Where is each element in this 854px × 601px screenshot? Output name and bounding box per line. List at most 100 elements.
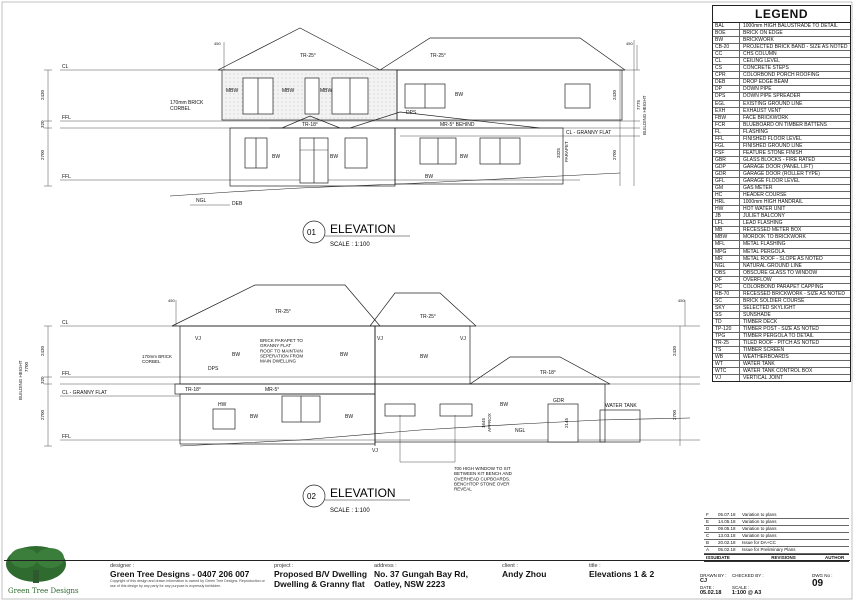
dim-label: 3325 xyxy=(556,147,561,158)
legend-desc: 1000mm HIGH BALUSTRADE TO DETAIL xyxy=(743,23,838,29)
legend-code: WT xyxy=(713,361,740,368)
legend-code: MB xyxy=(713,227,740,234)
vj-label: VJ xyxy=(195,336,201,342)
legend-code: OF xyxy=(713,276,740,283)
legend-desc: SELECTED SKYLIGHT xyxy=(743,304,796,311)
legend-desc: 1000mm HIGH HANDRAIL xyxy=(743,199,804,206)
gdr-label: GDR xyxy=(553,398,565,404)
roof-label: TR-25° xyxy=(300,53,316,59)
legend-desc: WATER TANK xyxy=(743,361,775,368)
vj-label: VJ xyxy=(460,336,466,342)
drawn-by-label: DRAWN BY : xyxy=(700,573,727,578)
legend-code: CB-20 xyxy=(713,44,740,51)
building-height-label: BUILDING HEIGHT xyxy=(18,360,23,400)
scale-value: 1:100 @ A3 xyxy=(732,590,762,596)
dim-label: 2700 xyxy=(40,149,45,160)
scale-cell: SCALE : 1:100 @ A3 xyxy=(732,585,761,596)
dwg-label: DWG No : xyxy=(812,573,833,578)
legend-code: VJ xyxy=(713,375,740,382)
revision-issue: B xyxy=(706,540,710,545)
legend-desc: CONCRETE STEPS xyxy=(743,65,789,72)
title-value: Elevations 1 & 2 xyxy=(589,569,655,579)
legend-code: RB-70 xyxy=(713,290,740,297)
legend-desc: JULIET BALCONY xyxy=(743,213,785,220)
roof-label: TR-18° xyxy=(540,370,556,376)
vj-label: VJ xyxy=(377,336,383,342)
roof-label: TR-25° xyxy=(275,309,291,315)
legend-code: HRL xyxy=(713,199,740,206)
roof-label: TR-18° xyxy=(185,387,201,393)
legend-desc: HOT WATER UNIT xyxy=(743,206,786,213)
level-label: CL xyxy=(62,320,69,326)
legend-desc: TIMBER DECK xyxy=(743,318,778,325)
legend-desc: SUNSHADE xyxy=(743,311,771,318)
legend-code: EGL xyxy=(713,100,740,107)
legend-desc: BRICK SOLDIER COURSE xyxy=(743,297,805,304)
project-line1: Proposed B/V Dwelling xyxy=(274,569,368,579)
roof-label: TR-25° xyxy=(420,314,436,320)
legend-code: PC xyxy=(713,283,740,290)
address-line1: No. 37 Gungah Bay Rd, xyxy=(374,569,468,579)
rev-header-author: AUTHOR xyxy=(825,555,845,560)
legend-code: HC xyxy=(713,192,740,199)
legend-desc: TIMBER POST - SIZE AS NOTED xyxy=(743,326,820,333)
building-height-label: BUILDING HEIGHT xyxy=(642,95,647,135)
elevation-number: 01 xyxy=(307,228,316,237)
legend-desc: GAS METER xyxy=(743,185,773,192)
rev-header-issue: ISSUE xyxy=(706,555,718,560)
legend-code: OBS xyxy=(713,269,740,276)
wall-label: BW xyxy=(500,402,508,408)
revision-text: Variation to plans xyxy=(742,512,777,517)
legend-desc: TIMBER SCREEN xyxy=(743,347,785,354)
dim-label: 2145 xyxy=(564,417,569,428)
rev-header-date: DATE xyxy=(718,555,730,560)
dps-label: DPS xyxy=(208,366,219,372)
legend-desc: DROP EDGE BEAM xyxy=(743,79,789,86)
legend-code: GDR xyxy=(713,170,740,178)
elevation-scale: SCALE : 1:100 xyxy=(330,242,370,248)
rev-header-revisions: REVISIONS xyxy=(771,555,796,560)
water-tank-label: WATER TANK xyxy=(605,403,637,409)
project-label: project : xyxy=(274,563,294,569)
checked-by-label: CHECKED BY : xyxy=(732,573,764,578)
legend-code: WB xyxy=(713,354,740,361)
roof-label: MR-5° xyxy=(265,387,279,393)
legend-desc: DOWN PIPE SPREADER xyxy=(743,93,801,100)
revision-text: Issue for DA+CC xyxy=(742,540,776,545)
revision-date: 05.07.18 xyxy=(718,512,736,517)
level-label: NGL xyxy=(196,198,207,204)
legend-code: CS xyxy=(713,65,740,72)
legend-desc: COLORBOND PORCH ROOFING xyxy=(743,72,820,79)
dim-label: 450 xyxy=(214,41,221,46)
legend-desc: OVERFLOW xyxy=(743,276,772,283)
revision-issue: C xyxy=(706,533,710,538)
wall-label: BW xyxy=(345,414,353,420)
dim-label: 450 xyxy=(168,298,175,303)
wall-label: BW xyxy=(330,154,338,160)
legend-code: MBW xyxy=(713,234,740,241)
level-label: CL - GRANNY FLAT xyxy=(566,130,611,136)
scale-label: SCALE : xyxy=(732,585,750,590)
legend-code: DEB xyxy=(713,79,740,86)
title-block: Green Tree Designs designer : Green Tree… xyxy=(4,560,850,598)
